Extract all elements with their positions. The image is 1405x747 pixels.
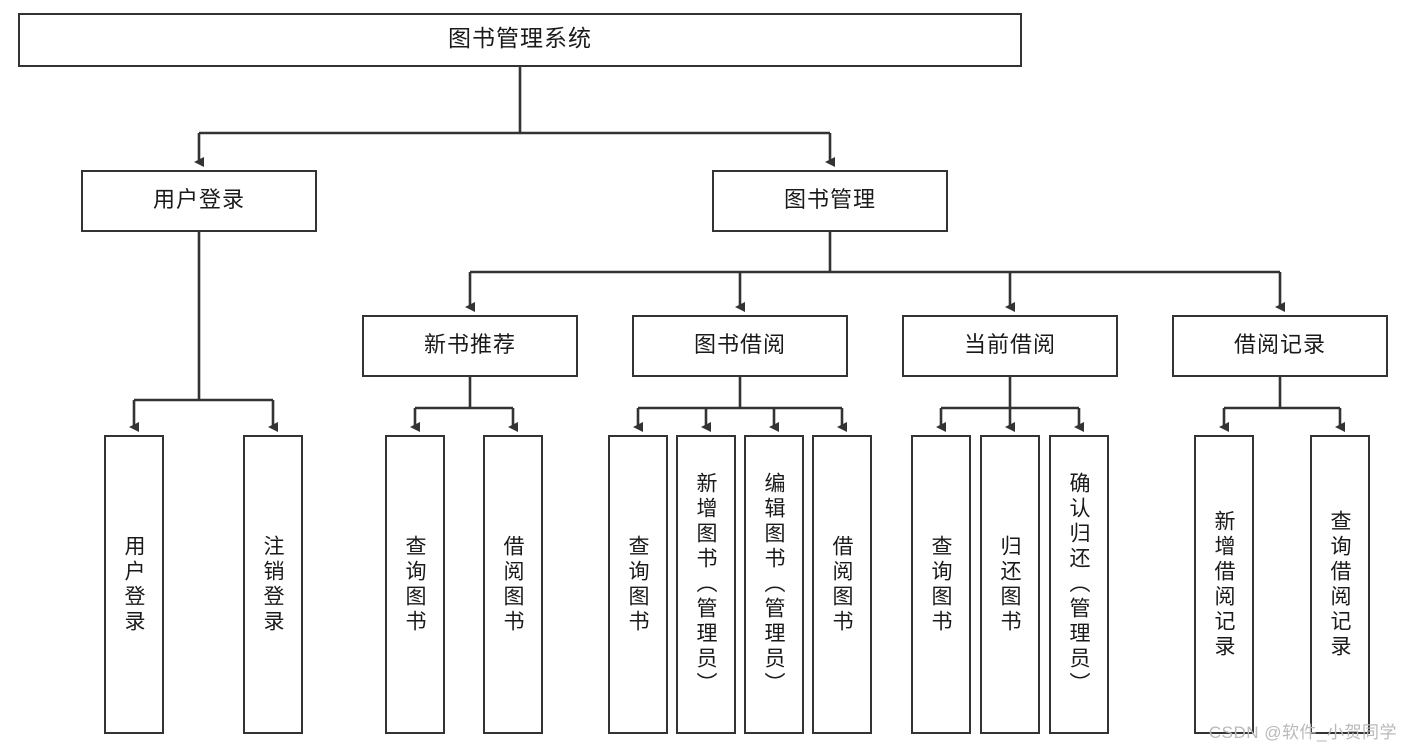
leaf-current-borrow-return-books[interactable]: 归还图书 (980, 435, 1040, 734)
leaf-borrow-record-query-record[interactable]: 查询借阅记录 (1310, 435, 1370, 734)
leaf-user-login-login[interactable]: 用户登录 (104, 435, 164, 734)
node-label: 新增图书（管理员） (694, 472, 718, 697)
node-label: 借阅记录 (1233, 332, 1326, 358)
node-label: 归还图书 (998, 534, 1022, 635)
node-book-borrow[interactable]: 图书借阅 (632, 315, 848, 377)
node-label: 用户登录 (152, 187, 245, 213)
node-label: 借阅图书 (830, 534, 854, 635)
node-user-login[interactable]: 用户登录 (81, 170, 317, 232)
leaf-book-borrow-borrow-books[interactable]: 借阅图书 (812, 435, 872, 734)
node-new-book-recommend[interactable]: 新书推荐 (362, 315, 578, 377)
leaf-new-book-borrow-books[interactable]: 借阅图书 (483, 435, 543, 734)
csdn-watermark: CSDN @软件_小贺同学 (1208, 723, 1397, 742)
node-label: 查询图书 (929, 534, 953, 635)
node-label: 借阅图书 (501, 534, 525, 635)
node-label: 编辑图书（管理员） (762, 472, 786, 697)
node-book-management[interactable]: 图书管理 (712, 170, 948, 232)
node-label: 查询图书 (403, 534, 427, 635)
node-label: 查询借阅记录 (1328, 509, 1352, 660)
node-label: 新增借阅记录 (1212, 509, 1236, 660)
node-label: 图书借阅 (693, 332, 786, 358)
node-label: 图书管理 (783, 187, 876, 213)
node-label: 注销登录 (261, 534, 285, 635)
node-label: 查询图书 (626, 534, 650, 635)
leaf-book-borrow-edit-book-admin[interactable]: 编辑图书（管理员） (744, 435, 804, 734)
node-current-borrow[interactable]: 当前借阅 (902, 315, 1118, 377)
leaf-current-borrow-confirm-return-admin[interactable]: 确认归还（管理员） (1049, 435, 1109, 734)
leaf-new-book-query-books[interactable]: 查询图书 (385, 435, 445, 734)
leaf-user-login-logout[interactable]: 注销登录 (243, 435, 303, 734)
leaf-current-borrow-query-books[interactable]: 查询图书 (911, 435, 971, 734)
node-label: 当前借阅 (963, 332, 1056, 358)
node-borrow-record[interactable]: 借阅记录 (1172, 315, 1388, 377)
node-label: 用户登录 (122, 534, 146, 635)
leaf-book-borrow-query-books[interactable]: 查询图书 (608, 435, 668, 734)
leaf-borrow-record-add-record[interactable]: 新增借阅记录 (1194, 435, 1254, 734)
node-label: 新书推荐 (423, 332, 516, 358)
node-root-book-management-system[interactable]: 图书管理系统 (18, 13, 1022, 67)
node-label: 确认归还（管理员） (1067, 472, 1091, 697)
node-label: 图书管理系统 (448, 26, 592, 53)
leaf-book-borrow-add-book-admin[interactable]: 新增图书（管理员） (676, 435, 736, 734)
